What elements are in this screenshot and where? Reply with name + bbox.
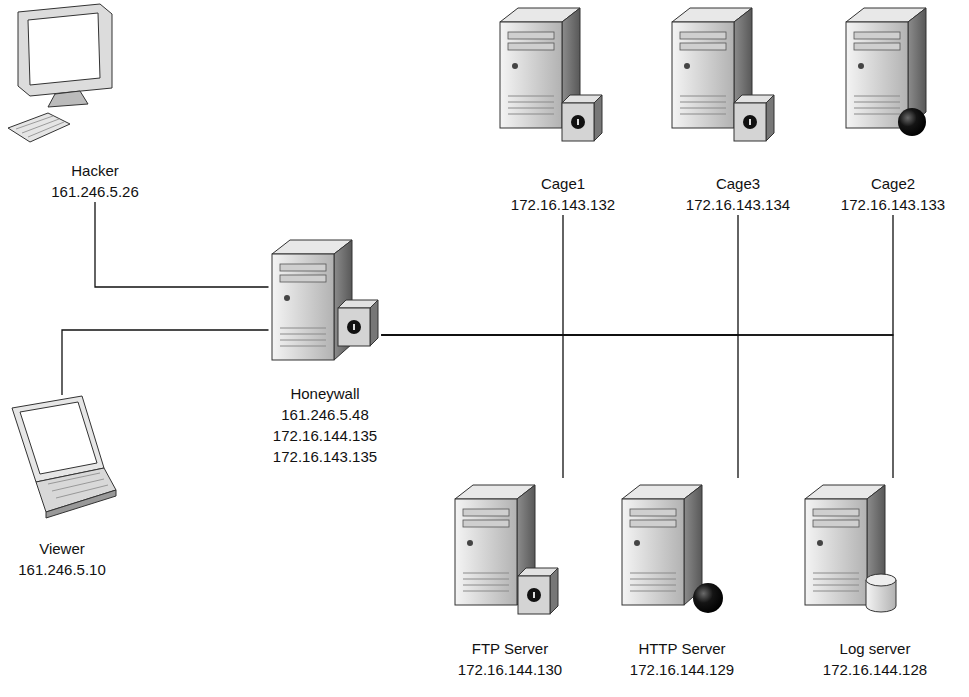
ip-address: 172.16.143.132 — [511, 194, 615, 215]
ip-address: 172.16.144.135 — [273, 425, 377, 446]
ball-icon — [898, 108, 926, 136]
ip-address: 172.16.144.130 — [458, 659, 562, 680]
network-link — [382, 335, 739, 478]
ip-address: 161.246.5.10 — [18, 559, 106, 580]
ip-address: 172.16.143.134 — [686, 194, 790, 215]
honeypot-node: Cage3172.16.143.134 — [678, 2, 798, 215]
server-node: HTTP Server172.16.144.129 — [615, 478, 750, 680]
ip-address: 172.16.143.135 — [273, 446, 377, 467]
device-name: Log server — [840, 638, 911, 659]
ip-address: 172.16.144.128 — [823, 659, 927, 680]
server-icon — [622, 485, 702, 605]
device-name: HTTP Server — [638, 638, 725, 659]
keyboard-icon — [8, 113, 70, 142]
network-link — [62, 330, 269, 395]
network-link — [382, 215, 894, 335]
lock-icon — [338, 300, 378, 346]
network-link — [95, 202, 269, 287]
device-name: Cage1 — [541, 173, 585, 194]
device-name: Cage2 — [871, 173, 915, 194]
ip-address: 161.246.5.48 — [281, 404, 369, 425]
monitor-icon — [18, 4, 112, 107]
server-node: FTP Server172.16.144.130 — [450, 478, 570, 680]
network-link — [382, 215, 564, 335]
ball-icon — [693, 583, 723, 613]
workstation-node: Viewer161.246.5.10 — [5, 395, 120, 580]
network-link — [382, 335, 564, 478]
device-name: Viewer — [39, 538, 85, 559]
ip-address: 172.16.143.133 — [841, 194, 945, 215]
honeypot-node: Cage1172.16.143.132 — [503, 2, 623, 215]
lock-icon — [562, 95, 602, 141]
device-name: Hacker — [71, 160, 119, 181]
ip-address: 172.16.144.129 — [630, 659, 734, 680]
ip-address: 161.246.5.26 — [51, 181, 139, 202]
database-icon — [866, 574, 896, 612]
device-name: Cage3 — [716, 173, 760, 194]
workstation-node: Hacker161.246.5.26 — [35, 5, 155, 202]
network-link — [382, 335, 894, 478]
honeypot-node: Cage2172.16.143.133 — [836, 2, 951, 215]
lock-icon — [734, 95, 774, 141]
laptop-icon — [12, 396, 116, 518]
server-node: Log server172.16.144.128 — [800, 478, 950, 680]
gateway-node: Honeywall161.246.5.48172.16.144.135172.1… — [269, 240, 382, 467]
device-name: Honeywall — [290, 383, 359, 404]
network-link — [382, 215, 739, 335]
device-name: FTP Server — [472, 638, 548, 659]
lock-icon — [518, 568, 558, 614]
